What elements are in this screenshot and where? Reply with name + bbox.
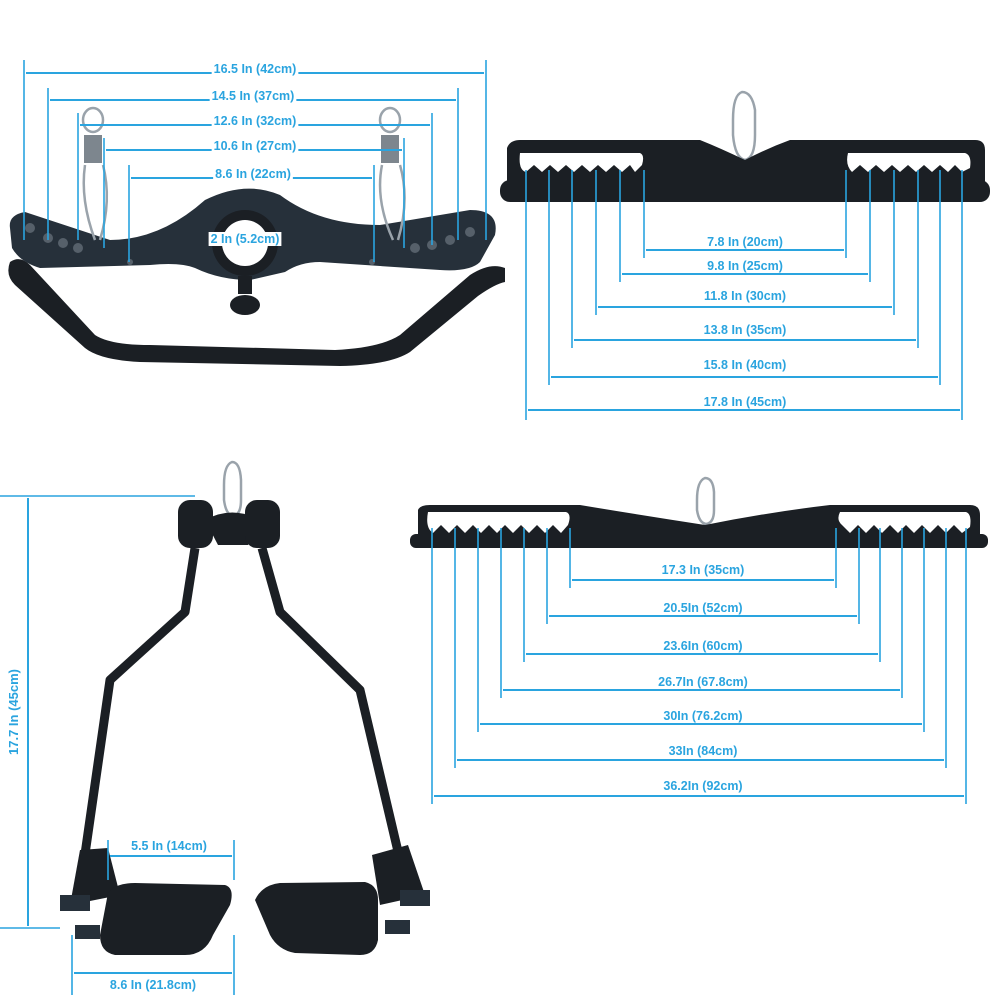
- dim-long-17-3: 17.3 In (35cm): [662, 563, 745, 577]
- dim-long-33: 33In (84cm): [669, 744, 738, 758]
- label-background: [701, 323, 789, 337]
- label-background: [211, 114, 299, 128]
- label-background: [213, 167, 293, 181]
- dim-short-11-8: 11.8 In (30cm): [704, 289, 786, 303]
- dim-wide-14-5: 14.5 In (37cm): [212, 89, 295, 103]
- dim-wide-12-6: 12.6 In (32cm): [214, 114, 297, 128]
- dim-center-hole: 2 In (5.2cm): [211, 232, 280, 246]
- dim-short-7-8: 7.8 In (20cm): [707, 235, 783, 249]
- short-rack-bar-panel: 7.8 In (20cm) 9.8 In (25cm) 11.8 In (30c…: [500, 90, 990, 420]
- dim-v-handle-outer: 8.6 In (21.8cm): [110, 978, 196, 992]
- label-background: [702, 289, 788, 303]
- label-background: [129, 839, 209, 853]
- wide-grip-bar-panel: 16.5 In (42cm) 14.5 In (37cm) 12.6 In (3…: [8, 60, 505, 366]
- dim-wide-8-6: 8.6 In (22cm): [215, 167, 291, 181]
- dim-short-13-8: 13.8 In (35cm): [704, 323, 787, 337]
- v-handle-image: [60, 460, 430, 955]
- dim-v-handle-height: 17.7 In (45cm): [6, 669, 21, 755]
- dim-short-15-8: 15.8 In (40cm): [704, 358, 787, 372]
- label-background: [107, 978, 199, 992]
- label-background: [661, 601, 745, 615]
- label-background: [208, 232, 282, 246]
- dim-wide-16-5: 16.5 In (42cm): [214, 62, 297, 76]
- label-background: [701, 358, 789, 372]
- label-background: [661, 779, 745, 793]
- dim-short-9-8: 9.8 In (25cm): [707, 259, 783, 273]
- label-background: [211, 62, 299, 76]
- short-rack-bar-image: [500, 90, 990, 202]
- long-rack-bar-image: [410, 476, 988, 548]
- label-background: [661, 639, 745, 653]
- label-background: [659, 563, 747, 577]
- dim-long-26-7: 26.7In (67.8cm): [658, 675, 748, 689]
- dim-v-handle-inner: 5.5 In (14cm): [131, 839, 207, 853]
- label-background: [6, 667, 21, 757]
- dim-long-36-2: 36.2In (92cm): [663, 779, 742, 793]
- dim-short-17-8: 17.8 In (45cm): [704, 395, 787, 409]
- label-background: [666, 744, 740, 758]
- dim-long-20-5: 20.5In (52cm): [663, 601, 742, 615]
- label-background: [705, 259, 785, 273]
- label-background: [209, 89, 297, 103]
- dim-wide-10-6: 10.6 In (27cm): [214, 139, 297, 153]
- v-handle-panel: 17.7 In (45cm) 5.5 In (14cm) 8.6 In (21.…: [0, 460, 430, 995]
- label-background: [656, 675, 750, 689]
- dim-long-30: 30In (76.2cm): [663, 709, 742, 723]
- long-rack-bar-panel: 17.3 In (35cm) 20.5In (52cm) 23.6In (60c…: [410, 476, 988, 804]
- dim-long-23-6: 23.6In (60cm): [663, 639, 742, 653]
- label-background: [705, 235, 785, 249]
- label-background: [211, 139, 299, 153]
- label-background: [661, 709, 745, 723]
- label-background: [701, 395, 789, 409]
